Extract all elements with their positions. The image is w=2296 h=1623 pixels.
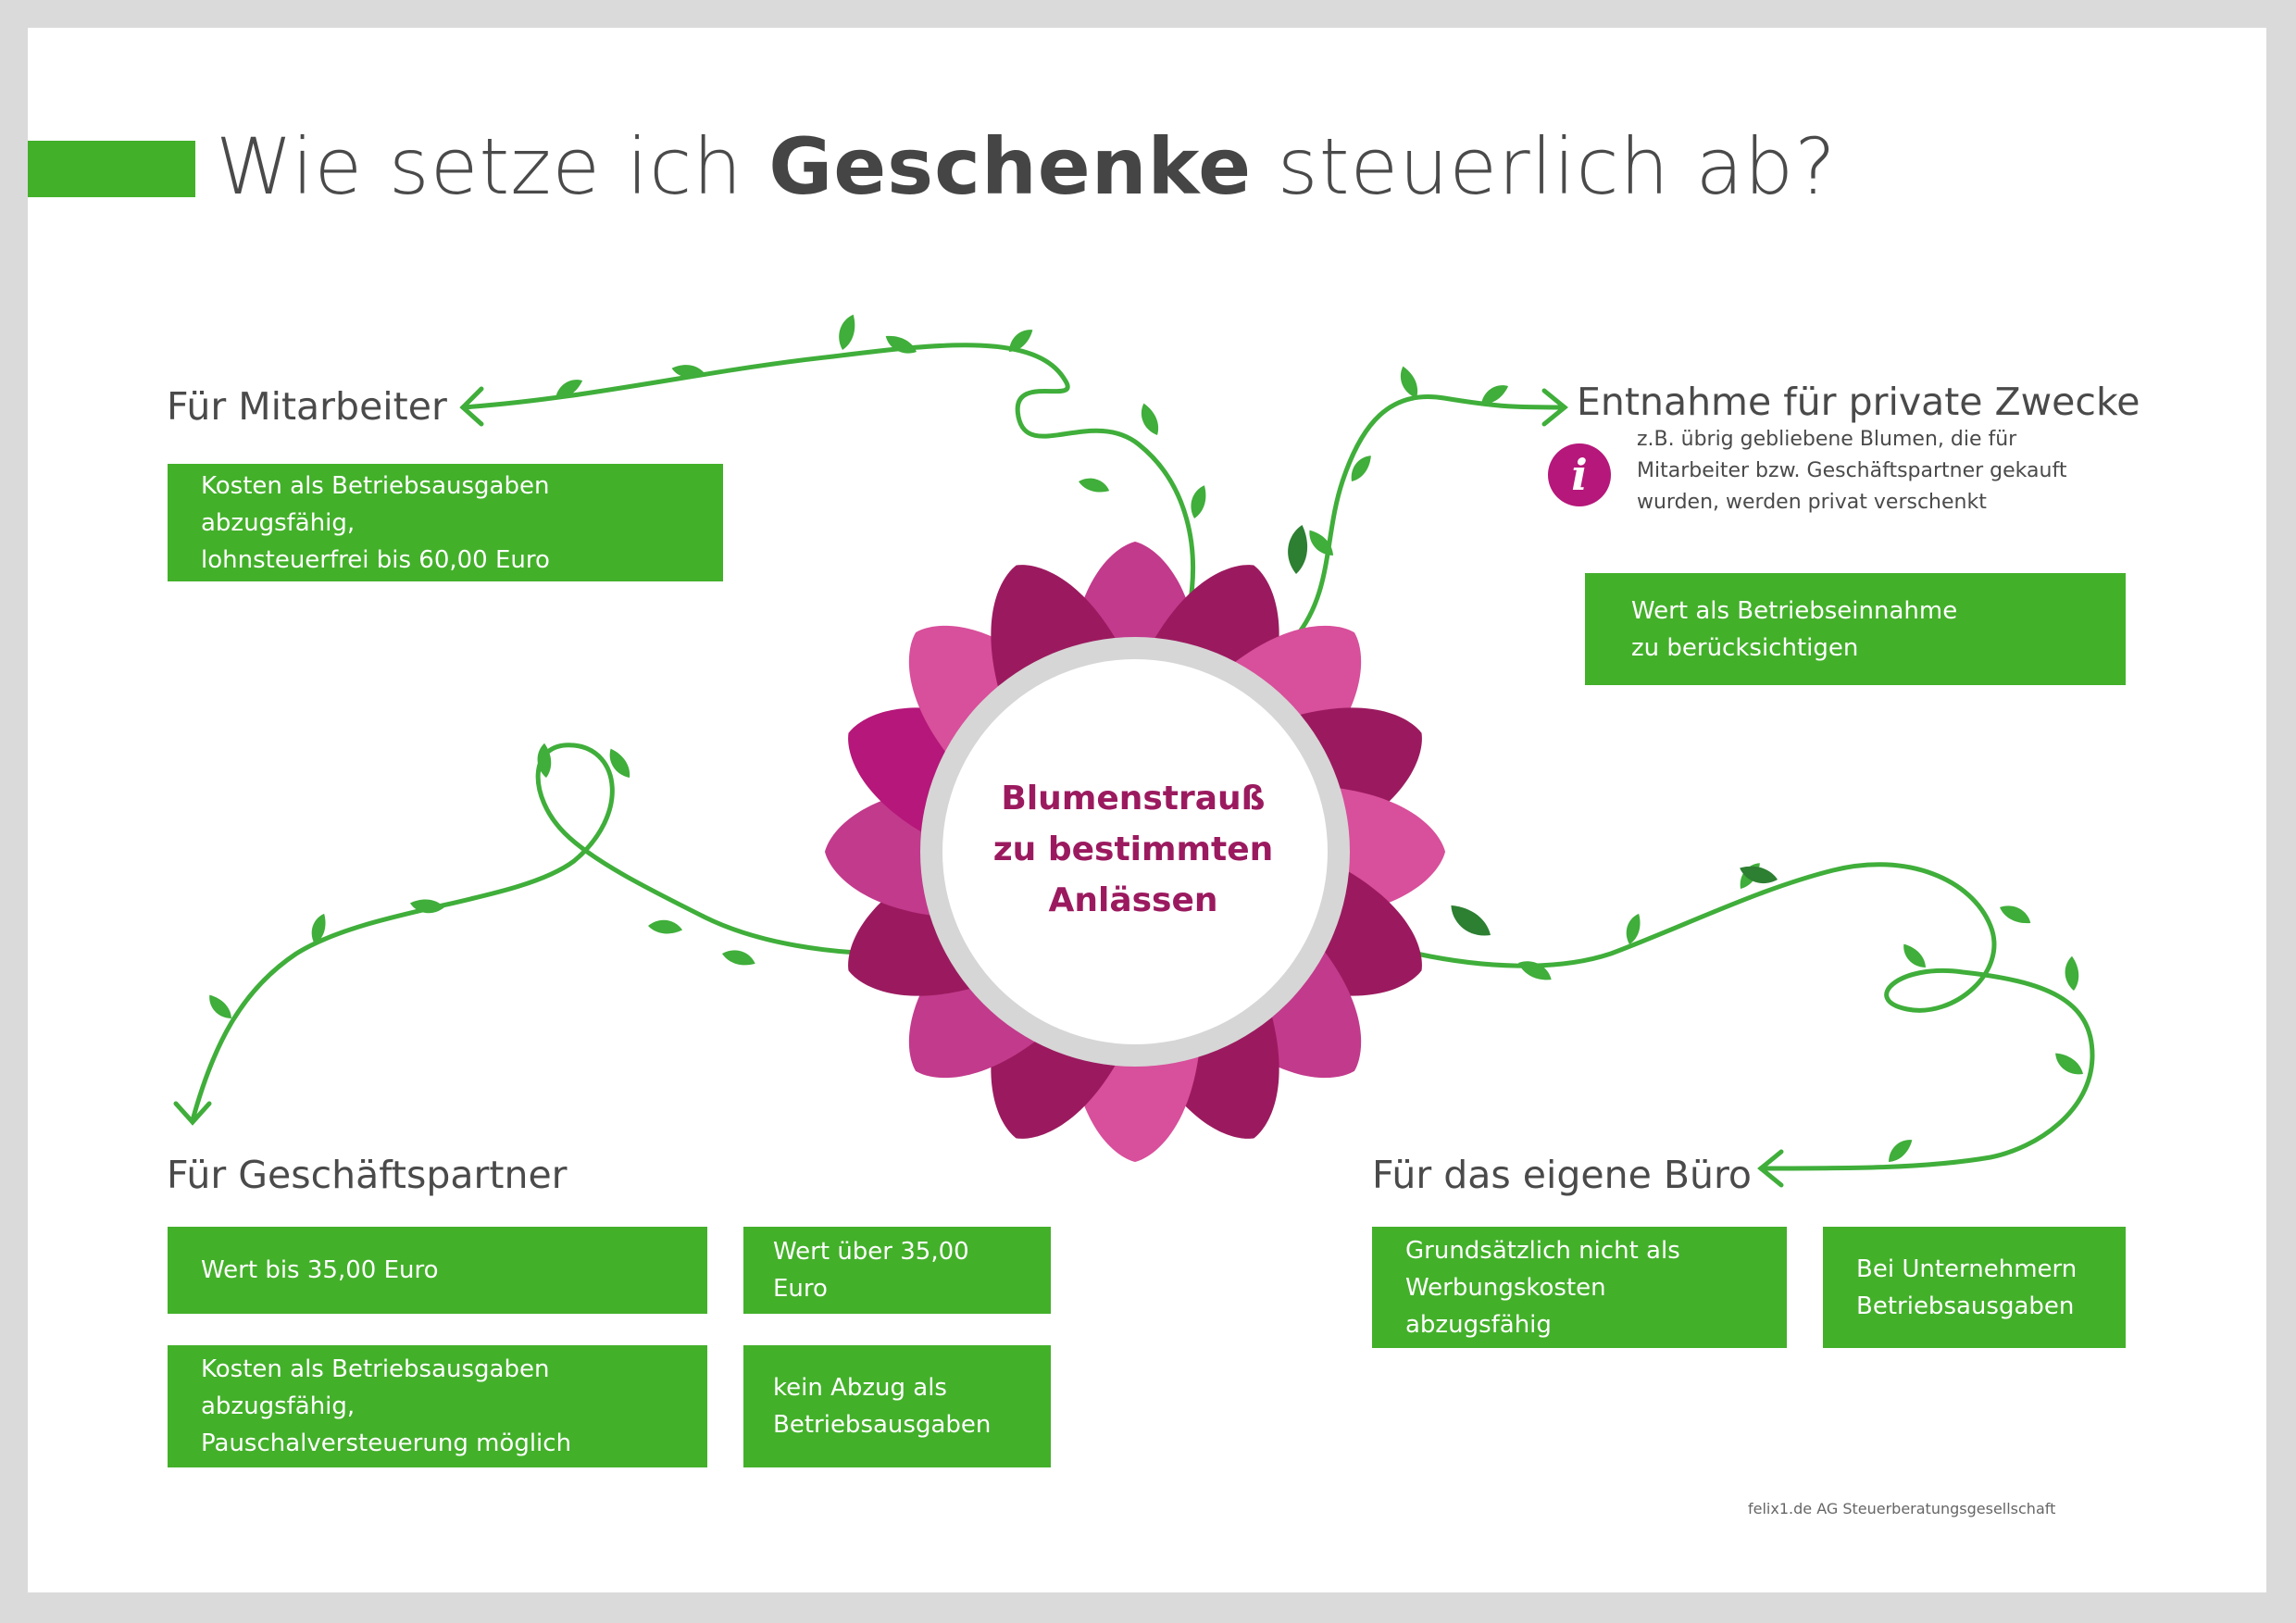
heading-geschaeftspartner: Für Geschäftspartner (167, 1153, 568, 1197)
box-buero-right-text: Bei Unternehmern Betriebsausgaben (1856, 1255, 2078, 1320)
title-suffix: steuerlich ab? (1252, 121, 1837, 212)
title-bold: Geschenke (768, 121, 1253, 212)
box-buero-left: Grundsätzlich nicht als Werbungskosten a… (1372, 1227, 1787, 1348)
heading-buero: Für das eigene Büro (1372, 1153, 1753, 1197)
info-icon: i (1548, 443, 1611, 506)
infographic-card: Wie setze ich Geschenke steuerlich ab? (28, 28, 2266, 1592)
heading-entnahme: Entnahme für private Zwecke (1577, 380, 2140, 424)
flower-center (942, 659, 1328, 1044)
box-buero-right: Bei Unternehmern Betriebsausgaben (1823, 1227, 2126, 1348)
title-prefix: Wie setze ich (216, 121, 769, 212)
box-entnahme: Wert als Betriebseinnahme zu berücksicht… (1585, 573, 2126, 685)
page-title: Wie setze ich Geschenke steuerlich ab? (216, 116, 1837, 218)
box-entnahme-text: Wert als Betriebseinnahme zu berücksicht… (1631, 596, 1958, 662)
box-mitarbeiter-text: Kosten als Betriebsausgaben abzugsfähig,… (201, 471, 550, 574)
flower-petals (825, 542, 1445, 1162)
footer-credit: felix1.de AG Steuerberatungsgesellschaft (1748, 1500, 2056, 1517)
box-high-detail-text: kein Abzug als Betriebsausgaben (773, 1374, 992, 1439)
box-value-low: Wert bis 35,00 Euro (168, 1227, 707, 1314)
box-value-low-text: Wert bis 35,00 Euro (201, 1256, 439, 1284)
heading-mitarbeiter: Für Mitarbeiter (167, 384, 447, 429)
title-accent-bar (28, 141, 195, 197)
box-low-detail: Kosten als Betriebsausgaben abzugsfähig,… (168, 1345, 707, 1467)
box-buero-left-text: Grundsätzlich nicht als Werbungskosten a… (1405, 1236, 1680, 1339)
box-value-high-text: Wert über 35,00 Euro (773, 1238, 969, 1303)
box-high-detail: kein Abzug als Betriebsausgaben (743, 1345, 1051, 1467)
box-value-high: Wert über 35,00 Euro (743, 1227, 1051, 1314)
vines (173, 343, 2095, 1188)
box-low-detail-text: Kosten als Betriebsausgaben abzugsfähig,… (201, 1355, 572, 1457)
center-label: Blumenstrauß zu bestimmten Anlässen (992, 780, 1274, 919)
box-mitarbeiter: Kosten als Betriebsausgaben abzugsfähig,… (168, 464, 723, 581)
info-text: z.B. übrig gebliebene Blumen, die für Mi… (1637, 428, 2067, 514)
